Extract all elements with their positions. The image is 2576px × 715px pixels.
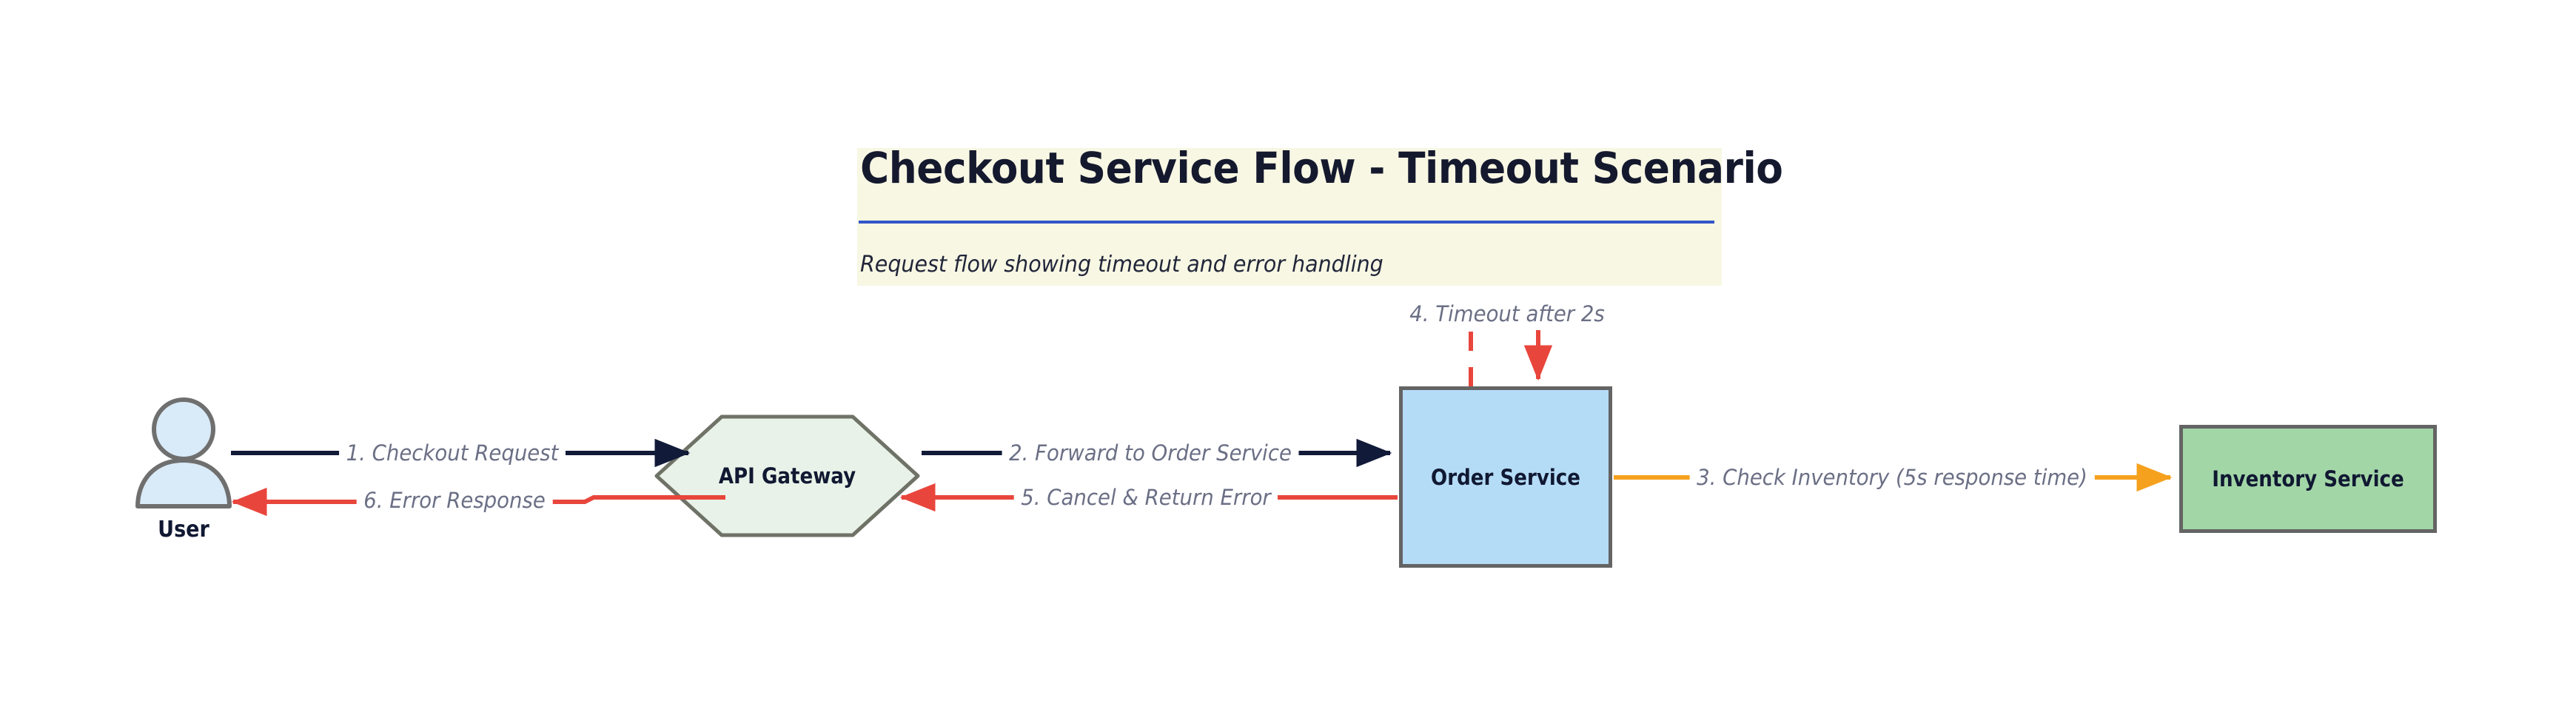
node-label-order-service: Order Service [1431,464,1580,490]
edge-label-2: 2. Forward to Order Service [1002,440,1299,466]
edge-label-3: 3. Check Inventory (5s response time) [1689,465,2095,490]
page-title: Checkout Service Flow - Timeout Scenario [860,143,1783,193]
page-subtitle: Request flow showing timeout and error h… [860,252,1383,278]
title-divider [859,221,1714,224]
edge-label-4: 4. Timeout after 2s [1409,301,1605,326]
node-label-api-gateway: API Gateway [718,463,856,489]
node-label-inventory-service: Inventory Service [2212,466,2404,491]
node-order-service[interactable]: Order Service [1399,386,1612,568]
node-label-user: User [158,517,209,543]
edge-label-1: 1. Checkout Request [339,440,566,466]
edge-label-6: 6. Error Response [356,488,553,513]
node-api-gateway[interactable]: API Gateway [657,417,918,535]
title-band [857,148,1722,286]
edge-label-5: 5. Cancel & Return Error [1013,485,1278,510]
user-actor-icon [135,397,232,508]
node-inventory-service[interactable]: Inventory Service [2179,425,2437,533]
